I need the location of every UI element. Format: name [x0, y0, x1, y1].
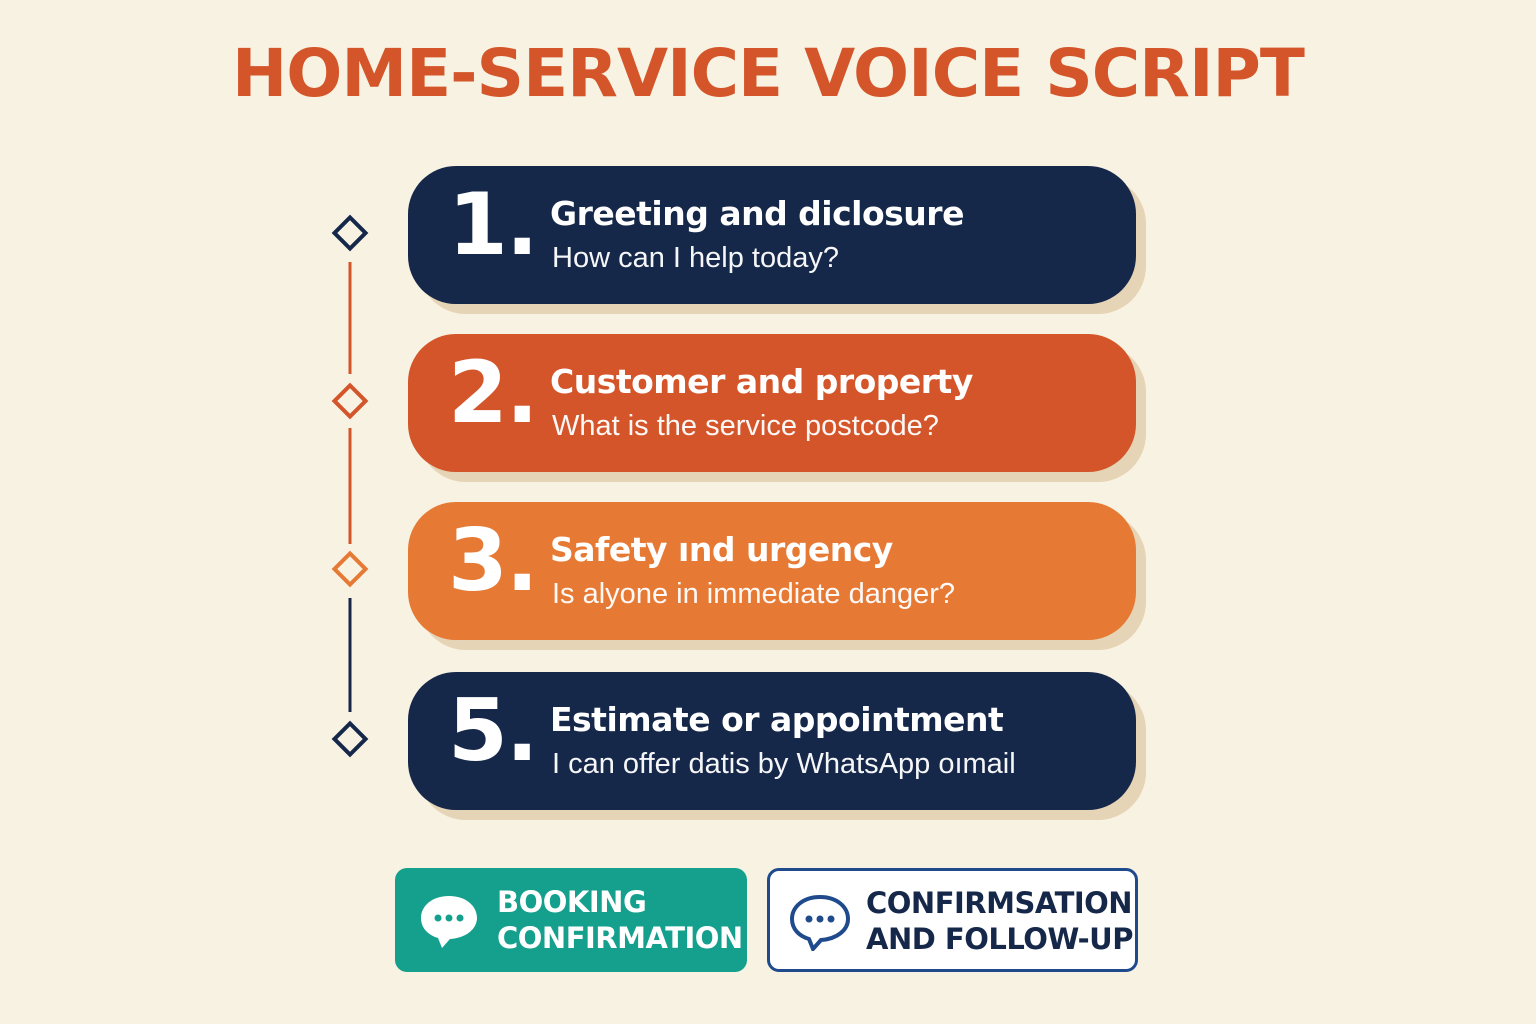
- chat-bubble-icon: [417, 890, 481, 950]
- step-title: Safety ınd urgency: [550, 530, 893, 569]
- timeline-marker-2: [331, 382, 369, 420]
- step-number: 5.: [448, 681, 539, 781]
- timeline-marker-4: [331, 720, 369, 758]
- chat-bubble-icon: [788, 891, 852, 953]
- step-text: Is alyone in immediate danger?: [552, 578, 956, 610]
- booking-confirmation-label: BOOKING CONFIRMATION: [497, 885, 743, 955]
- step-card-2: 2. Customer and property What is the ser…: [408, 334, 1136, 472]
- step-title: Estimate or appointment: [550, 700, 1004, 739]
- timeline-marker-1: [331, 214, 369, 252]
- step-text: How can I help today?: [552, 242, 839, 274]
- step-card-3: 3. Safety ınd urgency Is alyone in immed…: [408, 502, 1136, 640]
- page-title: HOME-SERVICE VOICE SCRIPT: [232, 35, 1305, 112]
- confirmation-follow-up-label: CONFIRMSATION AND FOLLOW-UP: [866, 886, 1133, 956]
- step-title: Customer and property: [550, 362, 973, 401]
- step-card-1: 1. Greeting and diclosure How can I help…: [408, 166, 1136, 304]
- timeline-marker-3: [331, 550, 369, 588]
- booking-confirmation-button[interactable]: BOOKING CONFIRMATION: [395, 868, 747, 972]
- step-card-4: 5. Estimate or appointment I can offer d…: [408, 672, 1136, 810]
- step-text: What is the service postcode?: [552, 410, 939, 442]
- step-number: 2.: [448, 343, 539, 443]
- step-number: 3.: [448, 511, 539, 611]
- timeline: [320, 200, 380, 760]
- step-title: Greeting and diclosure: [550, 194, 964, 233]
- step-number: 1.: [448, 175, 539, 275]
- confirmation-follow-up-button[interactable]: CONFIRMSATION AND FOLLOW-UP: [767, 868, 1138, 972]
- step-text: I can offer datis by WhatsApp oımail: [552, 748, 1016, 780]
